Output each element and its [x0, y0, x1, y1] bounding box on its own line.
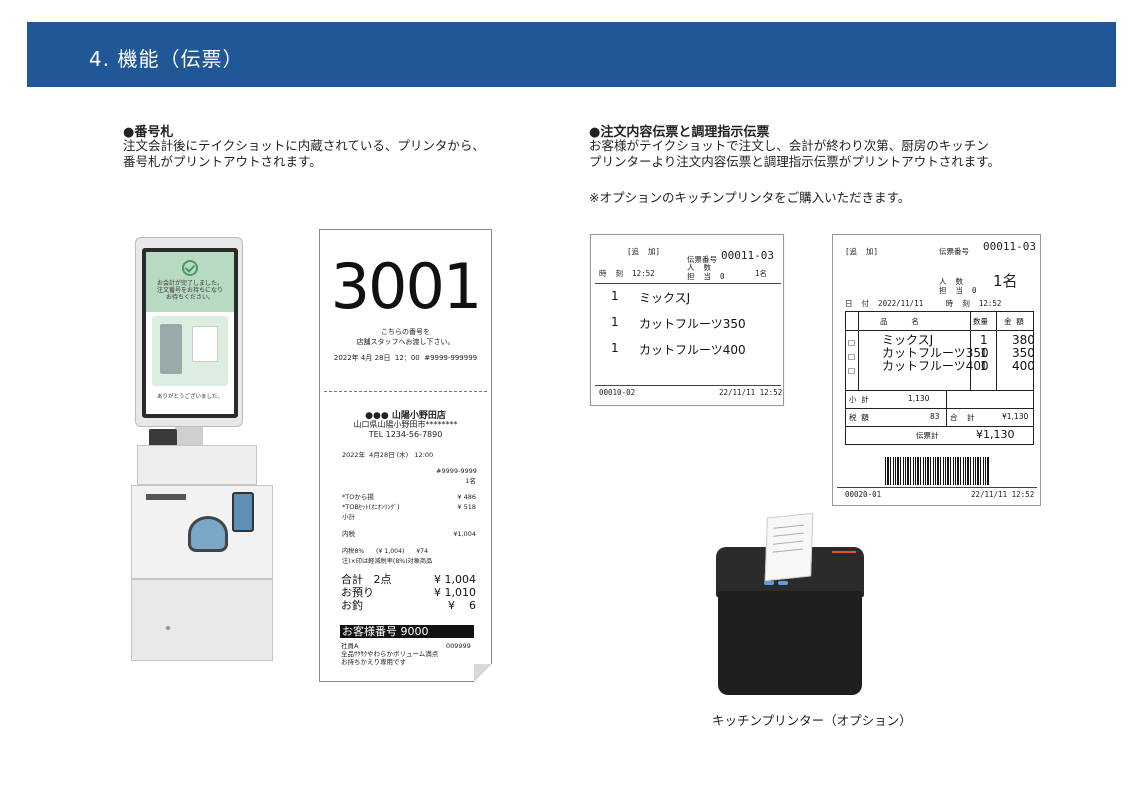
- order-slip-tag: [追 加]: [627, 247, 661, 256]
- order-slip-people: 人 数 担 当 0: [687, 263, 725, 281]
- receipt-tax-in-value: ¥1,004: [453, 530, 476, 538]
- cooking-item-qtys: 1 1 1: [980, 333, 988, 373]
- slip-total-label: 伝票計: [916, 431, 939, 440]
- order-slip-footer-left: 00010-02: [599, 388, 636, 397]
- page-header: 4. 機能（伝票）: [27, 22, 1116, 87]
- ticket-message: こちらの番号を 店舗スタッフへお渡し下さい。: [356, 328, 455, 346]
- cooking-slip-people: 人 数 担 当 0: [939, 277, 977, 295]
- order-slip-time: 時 刻 12:52: [599, 269, 655, 278]
- number-ticket-receipt: 3001 こちらの番号を 店舗スタッフへお渡し下さい。 2022年 4月 28日…: [319, 229, 492, 682]
- total-label: 合 計: [950, 413, 975, 422]
- tax-label: 税 額: [849, 413, 869, 422]
- cooking-slip-footer-right: 22/11/11 12:52: [971, 490, 1035, 499]
- order-slip-no-label: 伝票番号: [687, 255, 717, 264]
- receipt-date: 2022年 4月28日 (木) 12:00: [342, 451, 434, 459]
- check-icon: [182, 260, 198, 276]
- col-item-header: 品 名: [880, 317, 919, 326]
- col-amount-header: 金 額: [1004, 317, 1024, 326]
- barcode: [885, 457, 989, 485]
- option-note: ※オプションのキッチンプリンタをご購入いただきます。: [589, 190, 911, 205]
- kiosk-screen: お会計が完了しました。 注文番号をお持ちになり お待ちください。 ありがとうござ…: [142, 248, 238, 418]
- receipt-staff: 社員A: [341, 642, 359, 650]
- order-item-name: カットフルーツ400: [639, 343, 746, 357]
- receipt-tax-in-label: 内税: [342, 530, 355, 538]
- subtotal-value: 1,130: [908, 394, 930, 403]
- receipt-footer: 全品ｻｸｻｸやわらかボリューム満点 お持ちかえり専用です: [341, 650, 439, 666]
- ticket-section-title: ●番号札: [123, 125, 174, 140]
- printed-paper: [764, 512, 814, 582]
- order-slip-people-count: 1名: [755, 269, 768, 278]
- tax-value: 83: [930, 412, 940, 421]
- item-checkboxes: □□□: [848, 338, 856, 375]
- printer-accent-stripe: [832, 551, 856, 553]
- cooking-slip-no: 00011-03: [983, 240, 1036, 253]
- bill-acceptor: [232, 492, 254, 532]
- order-item-name: ミックスJ: [639, 291, 691, 305]
- printer-button: [764, 581, 774, 585]
- cooking-item-names: ミックスJ カットフルーツ350 カットフルーツ400: [882, 333, 989, 373]
- slip-section-description: お客様がテイクショットで注文し、会計が終わり次第、厨房のキッチン プリンターより…: [589, 138, 1001, 169]
- cooking-slip-people-count: 1名: [993, 272, 1018, 290]
- subtotal-label: 小 計: [849, 395, 869, 404]
- receipt-items: *TOから揚 *TOBｾｯﾄ(ｵﾆｵﾝﾘﾝｸﾞ) 小計: [342, 493, 400, 521]
- customer-number: お客様番号 9000: [340, 625, 474, 638]
- ticket-datetime: 2022年 4月 28日 12：00 #9999-999999: [333, 354, 478, 362]
- cooking-slip-table: 品 名 数量 金 額 □□□ ミックスJ カットフルーツ350 カットフルーツ4…: [845, 311, 1035, 445]
- receipt-tax-detail: 内税8% (¥ 1,004) ¥74 注)×印は軽減税率(8%)対象商品: [342, 548, 433, 565]
- kiosk-screen-message: お会計が完了しました。 注文番号をお持ちになり お待ちください。: [156, 280, 223, 301]
- receipt-staff-code: 009999: [446, 642, 471, 650]
- col-qty-header: 数量: [973, 317, 988, 326]
- printer-caption: キッチンプリンター（オプション）: [712, 713, 912, 728]
- order-slip: [追 加] 伝票番号 00011-03 時 刻 12:52 人 数 担 当 0 …: [590, 234, 784, 406]
- page-title: 4. 機能（伝票）: [89, 47, 244, 71]
- ticket-section-description: 注文会計後にテイクショットに内蔵されている、プリンタから、 番号札がプリントアウ…: [123, 138, 485, 169]
- cooking-slip-date: 日 付 2022/11/11 時 刻 12:52: [845, 299, 1002, 308]
- receipt-store-name: ●●● 山陽小野田店: [365, 411, 446, 421]
- cooking-slip-no-label: 伝票番号: [939, 247, 969, 256]
- kiosk-image: お会計が完了しました。 注文番号をお持ちになり お待ちください。 ありがとうござ…: [131, 237, 279, 662]
- receipt-store-tel: TEL 1234-56-7890: [368, 430, 443, 439]
- receipt-store-address: 山口県山陽小野田市********: [353, 420, 458, 429]
- slip-section-title: ●注文内容伝票と調理指示伝票: [589, 125, 770, 140]
- tear-line: [324, 391, 487, 392]
- page-curl: [474, 664, 492, 682]
- receipt-item-prices: ¥ 486 ¥ 518: [457, 493, 476, 511]
- cooking-item-prices: 380 350 400: [1012, 333, 1035, 373]
- kiosk-base: [131, 579, 273, 661]
- cooking-slip: [追 加] 伝票番号 00011-03 人 数 担 当 0 1名 日 付 202…: [832, 234, 1041, 506]
- order-slip-footer-right: 22/11/11 12:52: [719, 388, 783, 397]
- receipt-id: #9999-9999 1名: [436, 467, 477, 485]
- order-item-qty: 1: [611, 341, 619, 355]
- kiosk-body: [131, 485, 273, 579]
- total-value: ¥1,130: [1002, 412, 1029, 421]
- receipt-totals-labels: 合計 2点 お預り お釣: [341, 573, 392, 612]
- kiosk-screen-thanks: ありがとうございました。: [156, 394, 223, 400]
- kiosk-screen-frame: お会計が完了しました。 注文番号をお持ちになり お待ちください。 ありがとうござ…: [135, 237, 243, 427]
- coin-tray: [188, 516, 228, 552]
- receipt-totals-values: ¥ 1,004 ¥ 1,010 ¥ 6: [434, 573, 476, 612]
- order-item-qty: 1: [611, 289, 619, 303]
- lock-icon: [166, 626, 170, 630]
- slip-total-value: ¥1,130: [976, 428, 1015, 441]
- order-item-qty: 1: [611, 315, 619, 329]
- ticket-slot: [146, 494, 186, 500]
- order-item-name: カットフルーツ350: [639, 317, 746, 331]
- kiosk-screen-illustration: [152, 316, 228, 386]
- order-slip-no: 00011-03: [721, 249, 774, 262]
- cooking-slip-footer-left: 00020-01: [845, 490, 882, 499]
- kitchen-printer-image: [714, 512, 866, 700]
- ticket-number: 3001: [330, 250, 483, 323]
- cooking-slip-tag: [追 加]: [845, 247, 879, 256]
- printer-button: [778, 581, 788, 585]
